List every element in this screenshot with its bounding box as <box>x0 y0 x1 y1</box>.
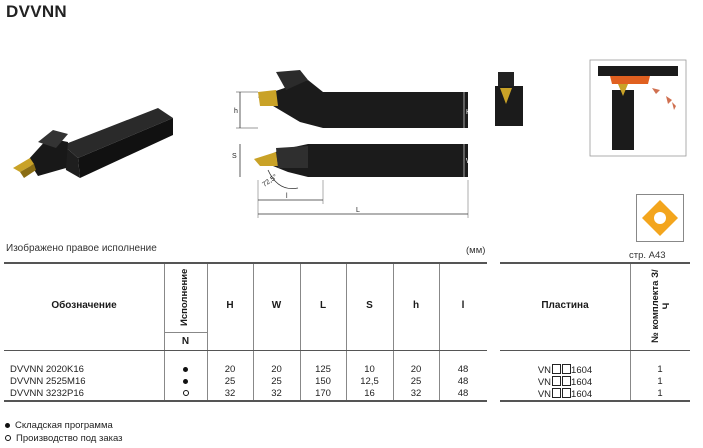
avail-filled-icon <box>164 376 207 387</box>
row-W: 32 <box>271 388 282 399</box>
row-l: 48 <box>457 376 469 387</box>
placeholder-box-icon <box>552 388 562 398</box>
legend-stock-label: Складская программа <box>15 420 113 431</box>
placeholder-box-icon <box>552 376 562 386</box>
dim-angle-label: 72,5° <box>261 173 279 189</box>
plate-prefix: VN <box>537 389 552 400</box>
legend-order-label: Производство под заказ <box>16 433 123 444</box>
col-designation: Обозначение <box>51 300 117 311</box>
row-H: 32 <box>224 388 236 399</box>
row-code: DVVNN 2020K16 <box>10 364 84 375</box>
dim-L-label: L <box>356 207 360 214</box>
row-S: 16 <box>364 388 375 399</box>
row-H: 25 <box>224 376 236 387</box>
product-title: DVVNN <box>6 2 68 21</box>
row-H: 20 <box>224 364 236 375</box>
row-h: 32 <box>410 388 422 399</box>
placeholder-box-icon <box>562 376 572 386</box>
row-l: 48 <box>457 364 469 375</box>
tool-3d-illustration <box>13 108 173 178</box>
plate-suffix: 1604 <box>571 377 593 388</box>
plate-suffix: 1604 <box>571 389 593 400</box>
col-version: Исполнение <box>179 268 190 326</box>
dim-S-label: S <box>232 153 237 160</box>
avail-open-icon <box>164 388 207 399</box>
placeholder-box-icon <box>562 388 572 398</box>
col-l: l <box>461 300 465 311</box>
plate-suffix: 1604 <box>571 365 593 376</box>
col-H: H <box>226 300 234 311</box>
set-number: 1 <box>657 376 663 387</box>
col-version-wrap: Исполнение <box>164 264 207 332</box>
col-plate: Пластина <box>541 300 589 311</box>
row-L: 170 <box>315 388 331 399</box>
col-set-wrap: № комплекта З/Ч <box>630 264 690 350</box>
row-S: 12,5 <box>360 376 379 387</box>
dim-H-label: H <box>466 109 471 116</box>
row-L: 125 <box>315 364 331 375</box>
plate-prefix: VN <box>537 377 552 388</box>
end-view-drawing <box>495 72 523 126</box>
col-W: W <box>271 300 282 311</box>
side-view-drawing: h H S W 72,5° l L <box>232 70 473 218</box>
row-h: 25 <box>410 376 422 387</box>
tool-spec-table: Обозначение Исполнение N H W L S h l DVV… <box>4 262 487 402</box>
col-S: S <box>366 300 373 311</box>
row-code: DVVNN 2525M16 <box>10 376 86 387</box>
row-L: 150 <box>315 376 331 387</box>
right-hand-caption: Изображено правое исполнение <box>6 243 157 254</box>
legend-order: Производство под заказ <box>5 433 123 444</box>
col-set: № комплекта З/Ч <box>650 269 672 343</box>
insert-icon <box>636 194 684 242</box>
col-L: L <box>319 300 327 311</box>
row-h: 20 <box>410 364 422 375</box>
set-number: 1 <box>657 364 663 375</box>
machining-illustration <box>589 59 687 157</box>
placeholder-box-icon <box>562 364 572 374</box>
row-W: 20 <box>271 364 282 375</box>
plate-prefix: VN <box>537 365 552 376</box>
row-code: DVVNN 3232P16 <box>10 388 84 399</box>
avail-filled-icon <box>164 364 207 375</box>
dim-W-label: W <box>466 158 473 165</box>
dim-h-label: h <box>234 108 238 115</box>
open-circle-icon <box>5 435 11 442</box>
col-version-n: N <box>181 336 190 347</box>
units-label: (мм) <box>466 245 486 256</box>
row-W: 25 <box>271 376 282 387</box>
filled-dot-icon <box>5 422 10 428</box>
row-S: 10 <box>364 364 375 375</box>
placeholder-box-icon <box>552 364 562 374</box>
col-h: h <box>412 300 420 311</box>
row-l: 48 <box>457 388 469 399</box>
insert-table: Пластина № комплекта З/Ч VN 1604 1 VN 1604… <box>500 262 690 402</box>
legend-stock: Складская программа <box>5 420 113 431</box>
insert-page-ref[interactable]: стр. A43 <box>629 250 666 261</box>
dim-l-label: l <box>286 193 288 200</box>
set-number: 1 <box>657 388 663 399</box>
